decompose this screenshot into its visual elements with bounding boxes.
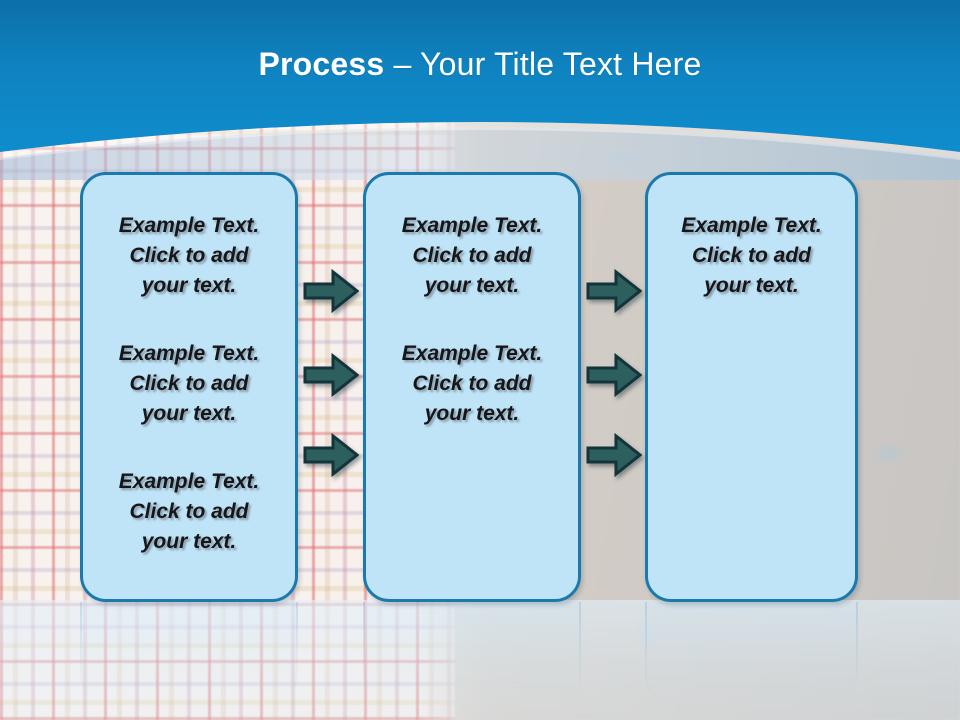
process-box-3-text-1[interactable]: Example Text. Click to add your text. bbox=[681, 214, 822, 297]
arrow-2-to-3-top-icon[interactable] bbox=[586, 268, 642, 314]
arrow-1-to-2-middle-icon[interactable] bbox=[303, 352, 359, 398]
process-box-1-text-3[interactable]: Example Text. Click to add your text. bbox=[118, 470, 260, 553]
slide-title-strong: Process bbox=[258, 46, 385, 82]
process-box-2-text-1[interactable]: Example Text. Click to add your text. bbox=[401, 214, 543, 297]
process-box-3-reflection bbox=[645, 602, 858, 702]
slide-title: Process – Your Title Text Here bbox=[0, 46, 960, 83]
process-box-1-text-2[interactable]: Example Text. Click to add your text. bbox=[118, 342, 260, 425]
slide-title-rest: – Your Title Text Here bbox=[384, 46, 702, 82]
process-box-2-reflection bbox=[363, 602, 581, 702]
arrow-2-to-3-middle-icon[interactable] bbox=[586, 352, 642, 398]
arrow-1-to-2-bottom-icon[interactable] bbox=[303, 432, 359, 478]
process-box-3[interactable]: Example Text. Click to add your text. bbox=[645, 172, 858, 602]
process-box-2-text-2[interactable]: Example Text. Click to add your text. bbox=[401, 342, 543, 425]
arrow-2-to-3-bottom-icon[interactable] bbox=[586, 432, 642, 478]
process-box-2[interactable]: Example Text. Click to add your text. Ex… bbox=[363, 172, 581, 602]
process-box-1-reflection bbox=[80, 602, 298, 702]
process-box-1[interactable]: Example Text. Click to add your text. Ex… bbox=[80, 172, 298, 602]
slide-header-banner: Process – Your Title Text Here bbox=[0, 0, 960, 180]
process-box-1-text-1[interactable]: Example Text. Click to add your text. bbox=[118, 214, 260, 297]
header-curve-shape bbox=[0, 0, 960, 180]
arrow-1-to-2-top-icon[interactable] bbox=[303, 268, 359, 314]
